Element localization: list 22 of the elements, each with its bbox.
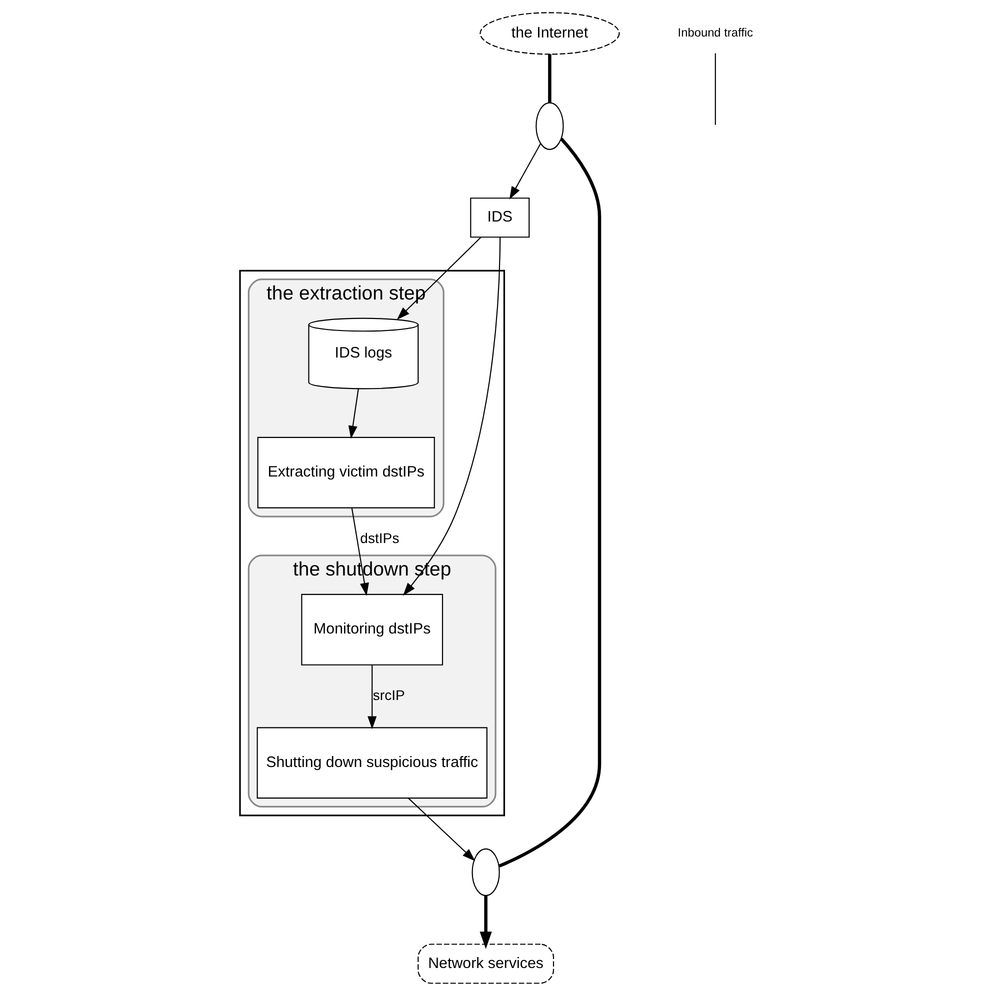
node-ellipse [536, 102, 564, 150]
connector [498, 138, 602, 868]
connector [714, 53, 716, 125]
node-box: IDS [470, 198, 530, 238]
arrow [351, 508, 369, 596]
connector [548, 54, 552, 103]
arrow [348, 388, 359, 439]
arrow [402, 237, 501, 596]
node-text: Inbound traffic [678, 25, 754, 40]
node-box: Network services [418, 944, 554, 984]
arrow [368, 665, 377, 730]
cluster [239, 270, 506, 816]
arrow [509, 143, 542, 200]
node-ellipse: the Internet [480, 12, 620, 55]
node-box: Monitoring dstIPs [301, 594, 444, 666]
edge-label: srcIP [372, 686, 405, 703]
edge-label: dstIPs [360, 530, 400, 546]
arrow [480, 896, 492, 949]
node-box: Shutting down suspicious traffic [256, 727, 488, 799]
node-box: Extracting victim dstIPs [257, 436, 435, 508]
arrow [396, 236, 482, 320]
node-ellipse [472, 848, 500, 896]
